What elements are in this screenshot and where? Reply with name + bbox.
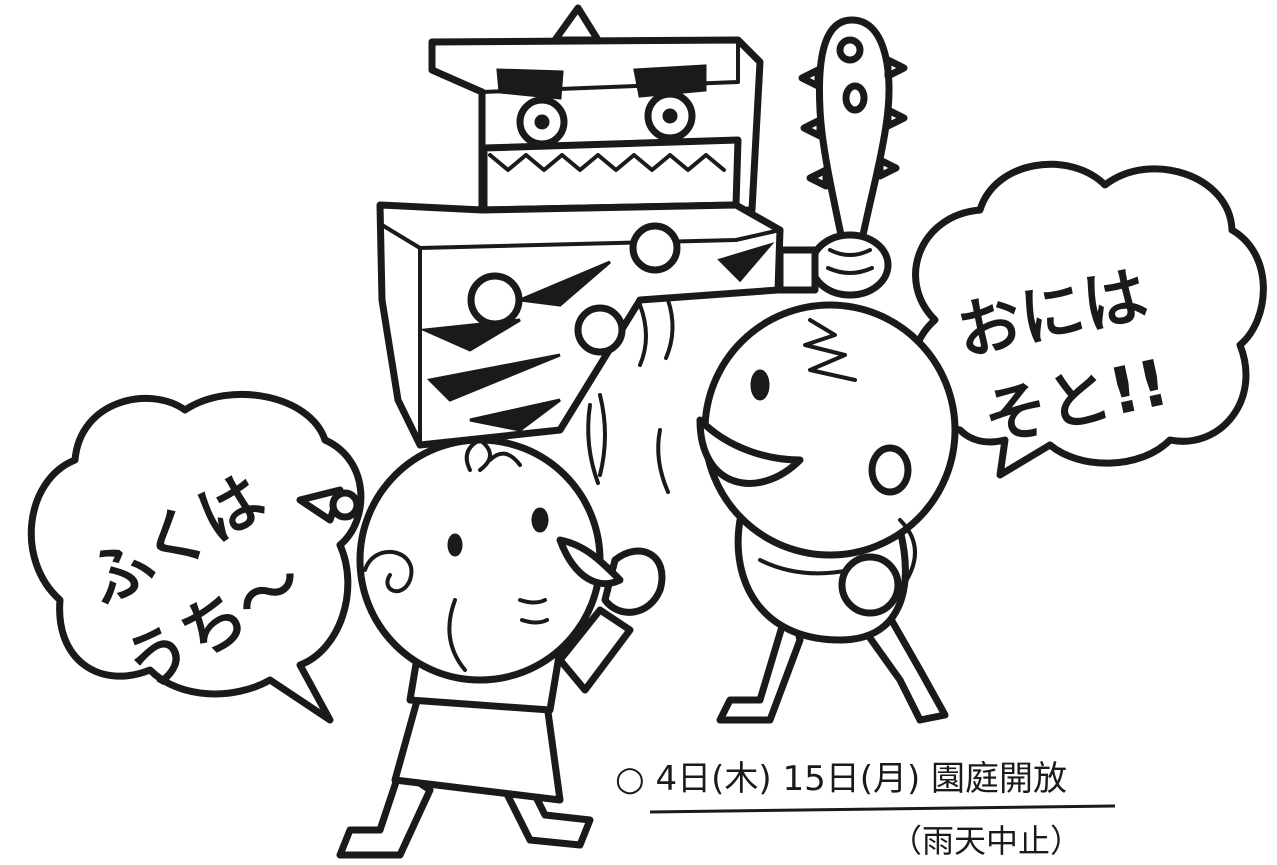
speech-bubble-right: おには そと!! (907, 160, 1267, 479)
child-throwing-beans-icon (696, 301, 959, 724)
notice-main: ○ 4日(木) 15日(月) 園庭開放 (615, 759, 1067, 799)
spiked-club-icon (776, 16, 908, 299)
notice-underline (649, 804, 1116, 814)
notice: ○ 4日(木) 15日(月) 園庭開放 （雨天中止） (615, 759, 1116, 860)
speech-bubble-left: ふくは うち～ (27, 390, 365, 724)
child-shouting-icon (296, 436, 666, 859)
notice-sub: （雨天中止） (890, 822, 1082, 860)
oni-box-costume-icon (376, 4, 784, 494)
